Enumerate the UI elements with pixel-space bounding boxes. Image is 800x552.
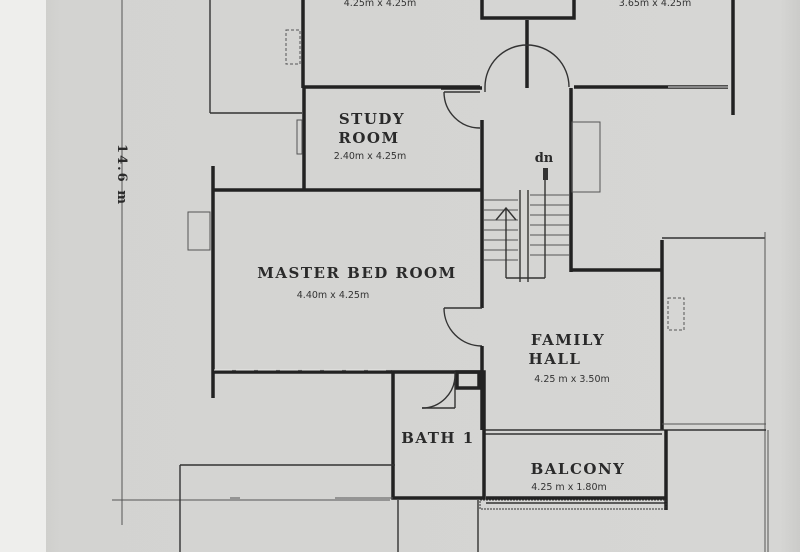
stairs-down-label: dn (535, 151, 554, 166)
overall-dimension-label: 14.6 m (114, 144, 129, 206)
top-left-room-dims: 4.25m x 4.25m (344, 0, 416, 9)
top-center-closet (480, 0, 576, 20)
balcony-dims: 4.25 m x 1.80m (531, 482, 607, 493)
study-room-dims: 2.40m x 4.25m (334, 151, 406, 162)
lower-structure (179, 430, 769, 552)
top-right-room-dims: 3.65m x 4.25m (619, 0, 691, 9)
bath-room: BATH 1 (391, 370, 486, 500)
family-hall: FAMILY HALL 4.25 m x 3.50m (480, 232, 766, 552)
top-left-room: 4.25m x 4.25m (209, 0, 480, 114)
lobby-doors (443, 20, 570, 129)
study-room-name-line1: STUDY (339, 110, 405, 128)
balcony-name: BALCONY (531, 460, 626, 478)
balcony: BALCONY 4.25 m x 1.80m (479, 430, 668, 510)
family-hall-name-line2: HALL (529, 350, 582, 368)
study-room: STUDY ROOM 2.40m x 4.25m (296, 86, 484, 192)
family-hall-dims: 4.25 m x 3.50m (534, 374, 610, 385)
master-bedroom-dims: 4.40m x 4.25m (297, 290, 369, 301)
master-bedroom-name: MASTER BED ROOM (257, 264, 456, 282)
top-right-room: 3.65m x 4.25m (574, 0, 735, 115)
family-hall-name-line1: FAMILY (531, 331, 605, 349)
master-bedroom: MASTER BED ROOM 4.40m x 4.25m (187, 166, 484, 398)
staircase: dn (481, 88, 601, 282)
overall-dimension: 14.6 m (112, 0, 390, 525)
study-room-name-line2: ROOM (338, 129, 399, 147)
bath-room-name: BATH 1 (401, 429, 475, 447)
